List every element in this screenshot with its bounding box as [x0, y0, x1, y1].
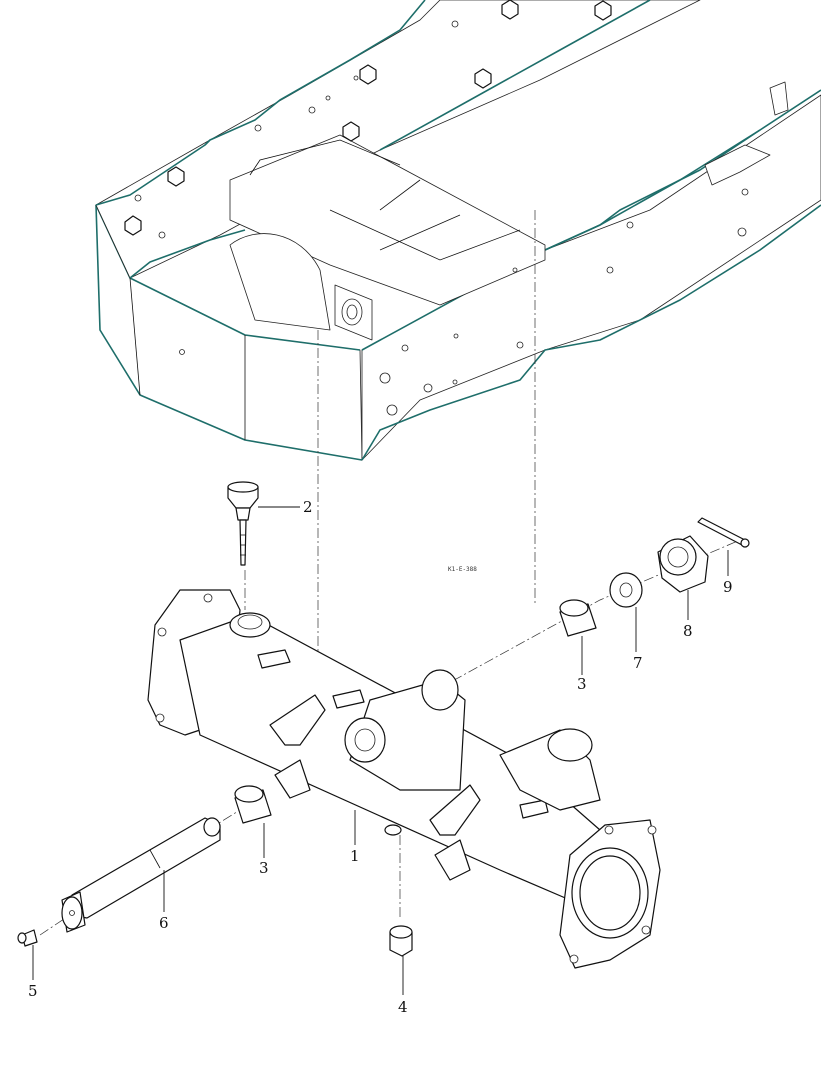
part-axle-housing [147, 589, 661, 969]
frame-holes [134, 20, 749, 416]
part-breather-plug [227, 481, 259, 566]
frame-arch-cutout [229, 233, 331, 331]
leader-lines [32, 506, 729, 995]
part-drain-plug [389, 925, 413, 957]
part-bushing-upper [559, 599, 597, 637]
frame-step-bracket [704, 144, 771, 186]
part-washer [609, 572, 643, 608]
part-pivot-pin [61, 817, 221, 933]
callout-8: 8 [683, 622, 693, 640]
vehicle-frame [95, 0, 821, 461]
part-cotter-pin [697, 517, 750, 548]
callout-7: 7 [633, 654, 643, 672]
callout-labels: 2 1 3 3 4 5 6 7 8 9 K1-E-388 [28, 498, 733, 1016]
frame-cross-member [229, 134, 546, 306]
callout-3-lower: 3 [259, 859, 269, 877]
part-grease-nipple [17, 929, 38, 947]
callout-1: 1 [350, 847, 360, 865]
callout-5: 5 [28, 982, 38, 1000]
part-bushing-lower [234, 785, 272, 824]
frame-right-rail [361, 94, 821, 461]
callout-4: 4 [398, 998, 408, 1016]
callout-3-upper: 3 [577, 675, 587, 693]
frame-bolts [124, 0, 612, 236]
drawing-code: K1-E-388 [448, 566, 477, 573]
callout-6: 6 [159, 914, 169, 932]
callout-2: 2 [303, 498, 313, 516]
part-castle-nut [657, 535, 709, 593]
callout-9: 9 [723, 578, 733, 596]
frame-small-tab [769, 81, 789, 116]
